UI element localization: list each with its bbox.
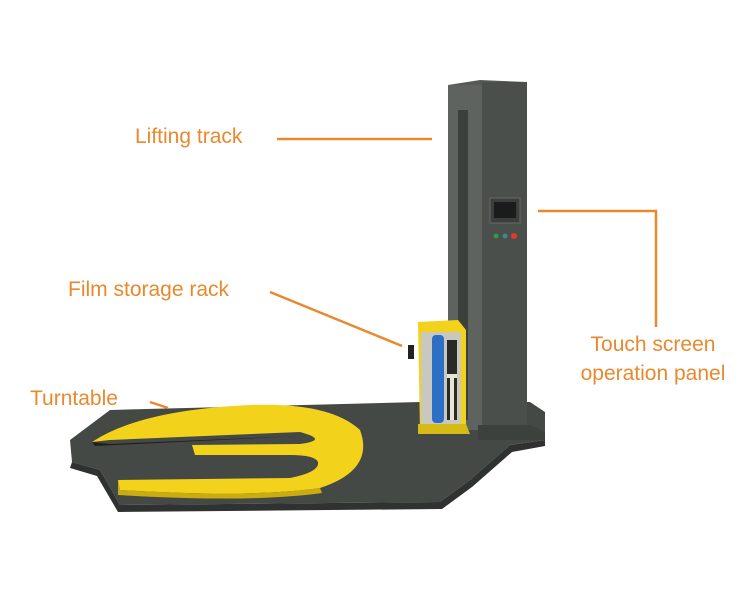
touch-screen-label-line1: Touch screen bbox=[590, 333, 716, 356]
touch-screen-panel bbox=[489, 197, 521, 239]
green-button-icon bbox=[493, 233, 499, 239]
turntable-label: Turntable bbox=[30, 387, 118, 410]
teal-button-icon bbox=[502, 233, 508, 239]
film-storage-rack bbox=[408, 320, 470, 434]
red-button-icon bbox=[511, 233, 517, 239]
touch-screen-label-line2: operation panel bbox=[580, 362, 726, 385]
turntable bbox=[92, 404, 364, 499]
lifting-column bbox=[448, 80, 545, 440]
leader-lines bbox=[149, 137, 658, 410]
touch-screen-label: Touch screen operation panel bbox=[558, 333, 748, 386]
film-storage-rack-label: Film storage rack bbox=[68, 278, 230, 301]
lifting-track-label: Lifting track bbox=[135, 125, 243, 148]
